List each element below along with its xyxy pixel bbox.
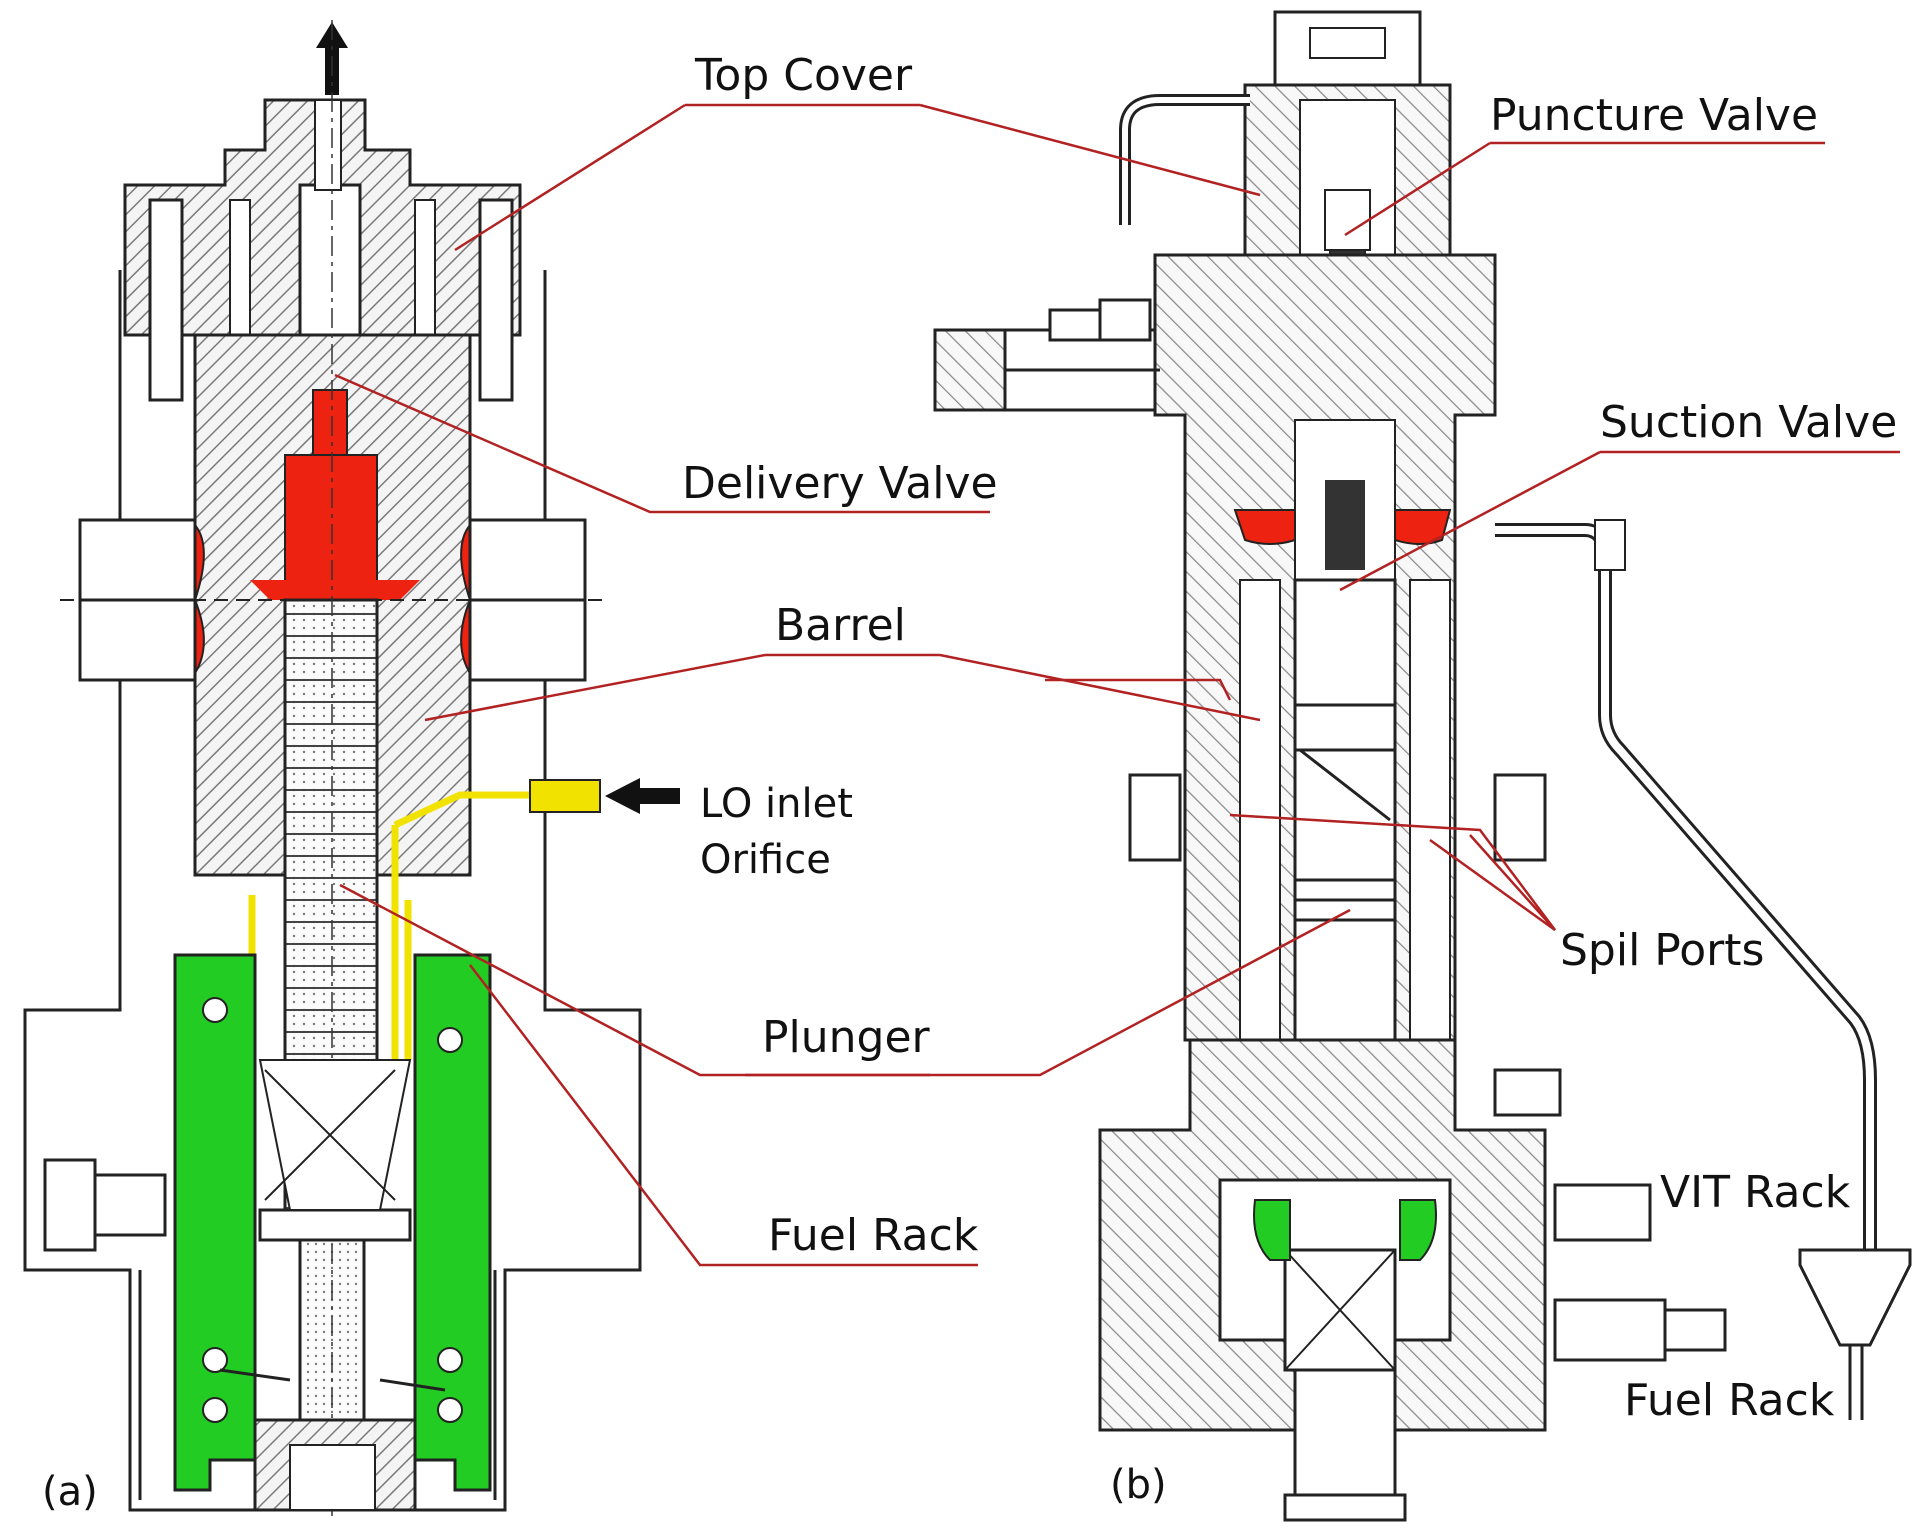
label-plunger: Plunger bbox=[762, 1012, 931, 1063]
label-orifice: Orifice bbox=[700, 837, 831, 883]
label-delivery-valve: Delivery Valve bbox=[682, 458, 998, 509]
panel-b-pipe-upper bbox=[1119, 94, 1250, 225]
panel-a-leader-lines bbox=[334, 103, 990, 1267]
label-barrel: Barrel bbox=[775, 600, 906, 651]
spring-housing-green bbox=[173, 953, 492, 1492]
panel-a-side-plug bbox=[43, 1158, 167, 1252]
panel-b-top-cap bbox=[1243, 10, 1452, 291]
label-suction-valve: Suction Valve bbox=[1600, 397, 1897, 448]
panel-b-side-nuts bbox=[1128, 773, 1727, 1362]
label-lo-inlet: LO inlet bbox=[700, 781, 853, 827]
label-vit-rack: VIT Rack bbox=[1660, 1167, 1851, 1218]
panel-b-leader-lines bbox=[745, 103, 1900, 1077]
panel-a-tag: (a) bbox=[42, 1469, 98, 1515]
panel-b-drain-pipe bbox=[1495, 519, 1912, 1420]
panel-a-side-flanges bbox=[60, 518, 610, 682]
panel-a-drawing: Top Cover Delivery Valve Barrel LO inlet… bbox=[23, 20, 998, 1520]
label-fuel-rack-a: Fuel Rack bbox=[768, 1210, 979, 1261]
panel-a-base bbox=[253, 1418, 417, 1512]
panel-b-tag: (b) bbox=[1110, 1462, 1167, 1508]
panel-a-top-cover bbox=[123, 98, 522, 402]
regulating-ring-green bbox=[1253, 1199, 1437, 1261]
panel-b-drawing: Puncture Valve Suction Valve Spil Ports … bbox=[745, 10, 1912, 1522]
suction-valve-red bbox=[1233, 509, 1452, 545]
panel-b-plunger bbox=[1295, 703, 1395, 922]
label-fuel-rack-b: Fuel Rack bbox=[1624, 1375, 1835, 1426]
panel-b-left-rack-assembly bbox=[933, 298, 1160, 412]
lo-inlet-fitting bbox=[529, 778, 680, 814]
label-puncture-valve: Puncture Valve bbox=[1490, 90, 1818, 141]
panel-b-lower-housing bbox=[1098, 1038, 1547, 1522]
label-spil-ports: Spil Ports bbox=[1560, 925, 1764, 976]
label-top-cover: Top Cover bbox=[694, 50, 913, 101]
